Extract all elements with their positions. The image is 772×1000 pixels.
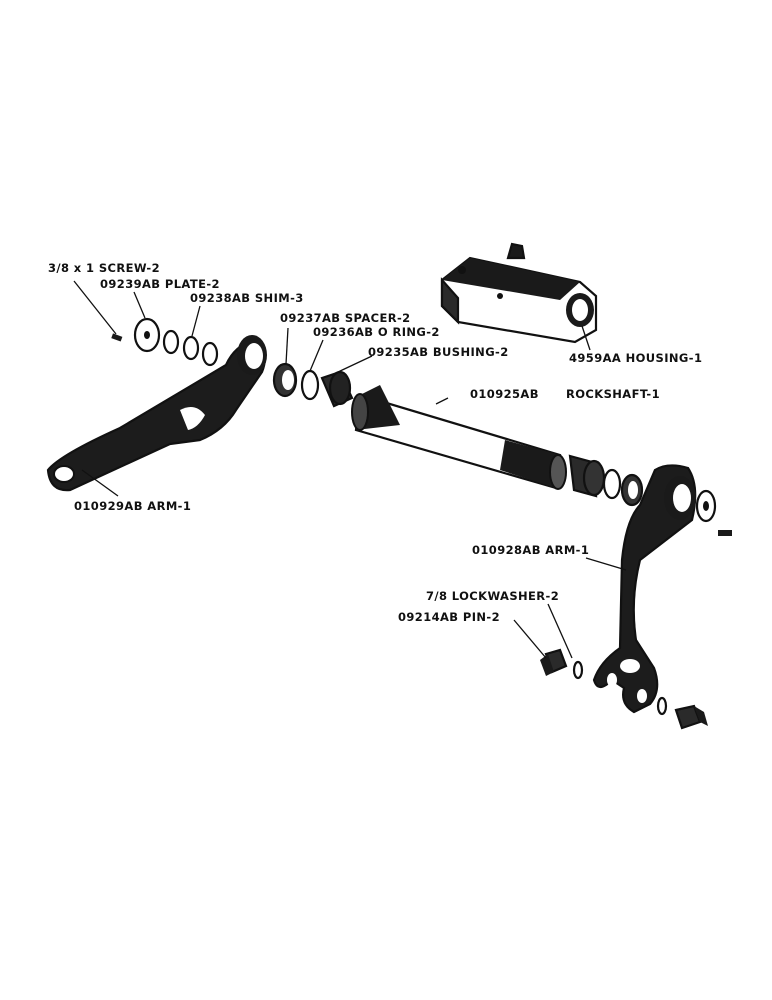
label-housing: 4959AA HOUSING-1 xyxy=(569,351,702,365)
label-oring: 09236AB O RING-2 xyxy=(313,325,440,339)
leader-lines xyxy=(73,280,627,659)
left-arm-part xyxy=(46,335,267,492)
right-bearing-parts xyxy=(568,454,732,536)
label-screw: 3/8 x 1 SCREW-2 xyxy=(48,261,160,275)
label-lockwasher: 7/8 LOCKWASHER-2 xyxy=(426,589,559,603)
rockshaft-part xyxy=(351,385,567,490)
label-spacer: 09237AB SPACER-2 xyxy=(280,311,411,325)
part-labels: 3/8 x 1 SCREW-2 09239AB PLATE-2 09238AB … xyxy=(48,261,702,624)
label-arm-left: 010929AB ARM-1 xyxy=(74,499,191,513)
right-arm-part xyxy=(592,464,697,714)
label-pin: 09214AB PIN-2 xyxy=(398,610,500,624)
left-small-parts xyxy=(111,317,219,367)
label-plate: 09239AB PLATE-2 xyxy=(100,277,220,291)
label-shim: 09238AB SHIM-3 xyxy=(190,291,304,305)
label-arm-right: 010928AB ARM-1 xyxy=(472,543,589,557)
pin-parts xyxy=(540,648,708,730)
label-rockshaft-number: 010925AB xyxy=(470,387,539,401)
label-rockshaft-name: ROCKSHAFT-1 xyxy=(566,387,660,401)
label-bushing: 09235AB BUSHING-2 xyxy=(368,345,509,359)
housing-part xyxy=(440,242,598,344)
